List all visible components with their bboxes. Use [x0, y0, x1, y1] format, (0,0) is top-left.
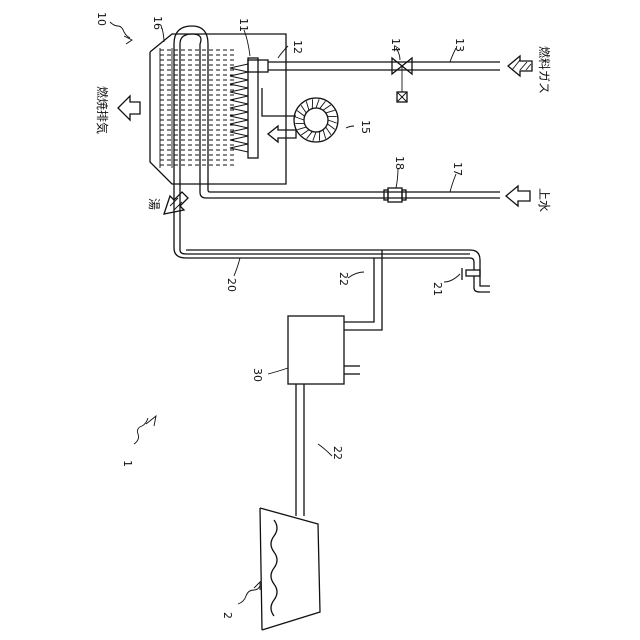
fan-blade — [326, 127, 331, 135]
ref-22-upper: 22 — [337, 272, 350, 286]
tank — [260, 508, 320, 630]
unit-box — [288, 316, 360, 384]
fan-blade — [297, 111, 304, 117]
fan-blade — [306, 101, 309, 110]
ref-22-lower: 22 — [331, 446, 344, 460]
fan-blade — [313, 132, 316, 141]
ref-20: 20 — [225, 278, 238, 292]
flame — [230, 120, 248, 128]
exhaust-arrow — [118, 96, 140, 120]
gas-pipe — [268, 58, 500, 102]
heat-exchanger-tube — [174, 26, 500, 258]
flame — [230, 112, 248, 120]
ref-12: 12 — [291, 40, 304, 54]
ref-21: 21 — [431, 282, 444, 296]
heater-arrow — [110, 22, 130, 38]
branch-pipe-lower — [296, 384, 304, 516]
fan-blade — [307, 131, 313, 138]
exhaust-label: 燃焼排気 — [95, 86, 110, 134]
hot-water-arrow — [164, 192, 188, 214]
fan — [262, 88, 338, 142]
fan-blade — [301, 105, 306, 113]
fan-blade — [328, 120, 337, 123]
leader-lines — [162, 28, 460, 456]
ref-10: 10 — [95, 12, 108, 26]
fan-blade — [323, 105, 331, 110]
ref-15: 15 — [359, 120, 372, 134]
fuel-gas-arrow — [508, 56, 532, 76]
flame — [230, 80, 248, 88]
hot-water-label: 湯 — [147, 198, 161, 210]
ref-14: 14 — [389, 38, 402, 52]
fan-blade — [316, 99, 319, 108]
heater-casing — [150, 34, 286, 184]
fan-blade — [327, 124, 334, 130]
fan-blade — [323, 130, 326, 139]
system-arrow — [134, 418, 148, 444]
fan-blade — [320, 101, 326, 108]
ref-13: 13 — [453, 38, 466, 52]
fan-blade — [326, 110, 335, 113]
fan-blade — [297, 127, 306, 130]
ref-16: 16 — [151, 16, 164, 30]
ref-18: 18 — [393, 156, 406, 170]
branch-pipe-upper — [344, 250, 382, 330]
fuel-gas-label: 燃料ガス — [537, 46, 552, 94]
ref-2: 2 — [221, 612, 234, 619]
water-supply-label: 上水 — [537, 188, 551, 212]
ref-1: 1 — [121, 460, 134, 467]
heat-exchanger-fins — [160, 48, 236, 168]
ref-17: 17 — [451, 162, 464, 176]
flame — [230, 72, 248, 80]
tank-arrow — [238, 586, 260, 604]
fan-blade — [301, 130, 309, 135]
ref-11: 11 — [237, 18, 250, 32]
ref-30: 30 — [251, 368, 264, 382]
fan-blade — [295, 117, 304, 120]
water-supply-pipe — [384, 188, 406, 202]
water-supply-arrow — [506, 186, 530, 206]
